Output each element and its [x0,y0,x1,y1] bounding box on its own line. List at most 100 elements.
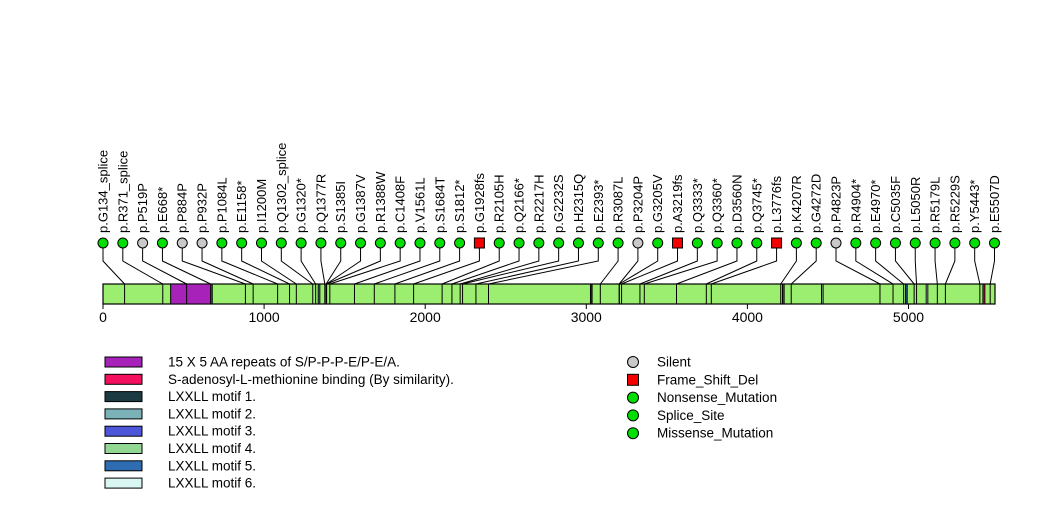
mutation-label: p.K4207R [789,175,804,233]
mutation-label: p.R371_splice [115,151,130,233]
mutation-marker [255,237,267,249]
mutation-label: p.S1385I [333,181,348,233]
legend-domain-label: S-adenosyl-L-methionine binding (By simi… [168,372,454,387]
mutation-marker [493,237,505,249]
mutation-marker [454,237,466,249]
mutation-marker [295,237,307,249]
domain-rect [782,283,785,305]
gene-body-bar [102,283,996,305]
mutation-marker [850,237,862,249]
connector-line [142,248,187,285]
connector-line [260,248,297,285]
mutation-marker [335,237,347,249]
legend-domains: 15 X 5 AA repeats of S/P-P-P-E/P-E/A.S-a… [104,355,454,491]
mutation-label: p.C5035F [888,176,903,233]
mutation-label: p.R4904* [848,179,863,233]
axis-tick-label: 1000 [249,309,280,325]
connector-line [644,248,718,285]
mutation-marker [810,237,822,249]
axis-tick-label: 5000 [893,309,924,325]
mutation-label: p.R3087L [611,177,626,233]
connector-line [914,248,918,285]
mutation-label: p.Y5443* [967,180,982,234]
mutation-label: p.R2217H [531,174,546,233]
mutation-marker [632,237,644,249]
connector-line [462,248,560,285]
connector-line [374,248,441,285]
legend-domain-label: LXXLL motif 4. [168,441,256,456]
connector-line [944,248,956,285]
legend-domain-label: LXXLL motif 2. [168,406,256,421]
mutation-label: p.G134_splice [96,150,111,233]
legend-swatch [104,373,143,385]
axis-tick-label: 4000 [732,309,763,325]
connector-line [413,248,480,285]
mutation-marker [909,237,921,249]
mutation-marker [989,237,1000,249]
mutation-label: p.V1561L [412,177,427,233]
mutation-marker [592,237,604,249]
legend-swatch [104,460,143,472]
mutation-label: p.P1084L [214,177,229,233]
mutation-marker [156,237,168,249]
connector-line [300,248,317,285]
mutation-marker [553,237,565,249]
mutation-label: p.E4970* [868,180,883,234]
mutation-label: p.R2105H [492,174,507,233]
mutation-label: p.C1408F [393,176,408,233]
mutation-label: p.P884P [175,183,190,233]
connector-line [460,248,540,285]
connector-line [221,248,278,285]
connector-line [122,248,164,285]
mutation-label: p.Q3333* [690,178,705,233]
mutation-label: p.E668* [155,187,170,233]
connector-line [855,248,894,285]
connector-line [320,248,326,285]
connector-line [161,248,211,285]
mutation-marker [473,237,485,249]
legend-swatch [104,443,143,454]
connector-line [394,248,461,285]
mutation-marker [137,237,149,249]
connector-line [989,248,995,285]
connector-line [354,248,421,285]
connector-line [639,248,698,285]
mutation-marker [790,237,802,249]
gene-body [102,283,996,305]
legend-swatch [104,408,143,420]
legend-swatch [104,391,143,403]
mutation-marker [889,237,901,249]
mutation-marker [513,237,525,249]
mutation-marker [275,237,287,249]
domain-rect [170,283,213,305]
mutation-label: p.P519P [135,183,150,233]
legend-mutation-type-label: Silent [657,355,691,370]
mutation-label: p.G4272D [809,174,824,233]
connector-line [201,248,254,285]
legend-swatch [104,425,143,437]
mutation-label: p.G1320* [294,178,309,233]
mutation-label: p.P3204P [630,176,645,233]
mutation-markers [97,237,1000,249]
mutation-marker [355,237,367,249]
mutation-marker [652,237,664,249]
connector-line [875,248,904,285]
domain-rect [925,283,929,305]
axis-tick-label: 0 [99,309,107,325]
mutation-marker [771,237,783,249]
mutation-label: p.D3560N [729,174,744,233]
mutation-marker [612,237,624,249]
legend-mutation-types: SilentFrame_Shift_DelNonsense_MutationSp… [627,355,777,441]
mutation-label: p.S1812* [452,180,467,234]
mutation-marker [216,237,228,249]
connector-line [835,248,881,285]
domain-rect [589,283,593,305]
axis-tick-label: 3000 [571,309,602,325]
mutation-marker [929,237,941,249]
mutation-marker [434,237,446,249]
legend-marker-circle [627,356,639,368]
mutation-label: p.A3219fs [670,174,685,233]
connector-line [676,248,738,285]
